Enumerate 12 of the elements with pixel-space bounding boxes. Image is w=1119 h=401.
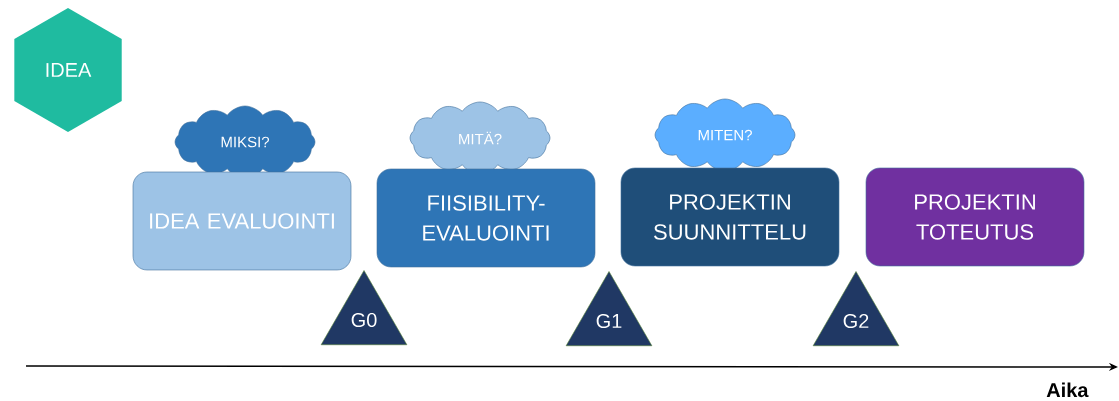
axis-label: Aika	[1046, 382, 1089, 398]
gate-triangle: G2	[812, 271, 900, 347]
phase-box: FIISIBILITY- EVALUOINTI	[376, 168, 596, 268]
thought-cloud: MITEN?	[654, 98, 796, 172]
gate-triangle: G1	[565, 271, 653, 347]
thought-cloud: MIKSI?	[174, 105, 316, 179]
phase-box: IDEA EVALUOINTI	[132, 171, 352, 271]
hexagon: IDEA	[14, 8, 122, 132]
thought-cloud: MITÄ?	[409, 101, 551, 175]
phase-box: PROJEKTIN SUUNNITTELU	[620, 167, 840, 267]
phase-box: PROJEKTIN TOTEUTUS	[865, 167, 1085, 267]
gate-triangle: G0	[320, 270, 408, 346]
